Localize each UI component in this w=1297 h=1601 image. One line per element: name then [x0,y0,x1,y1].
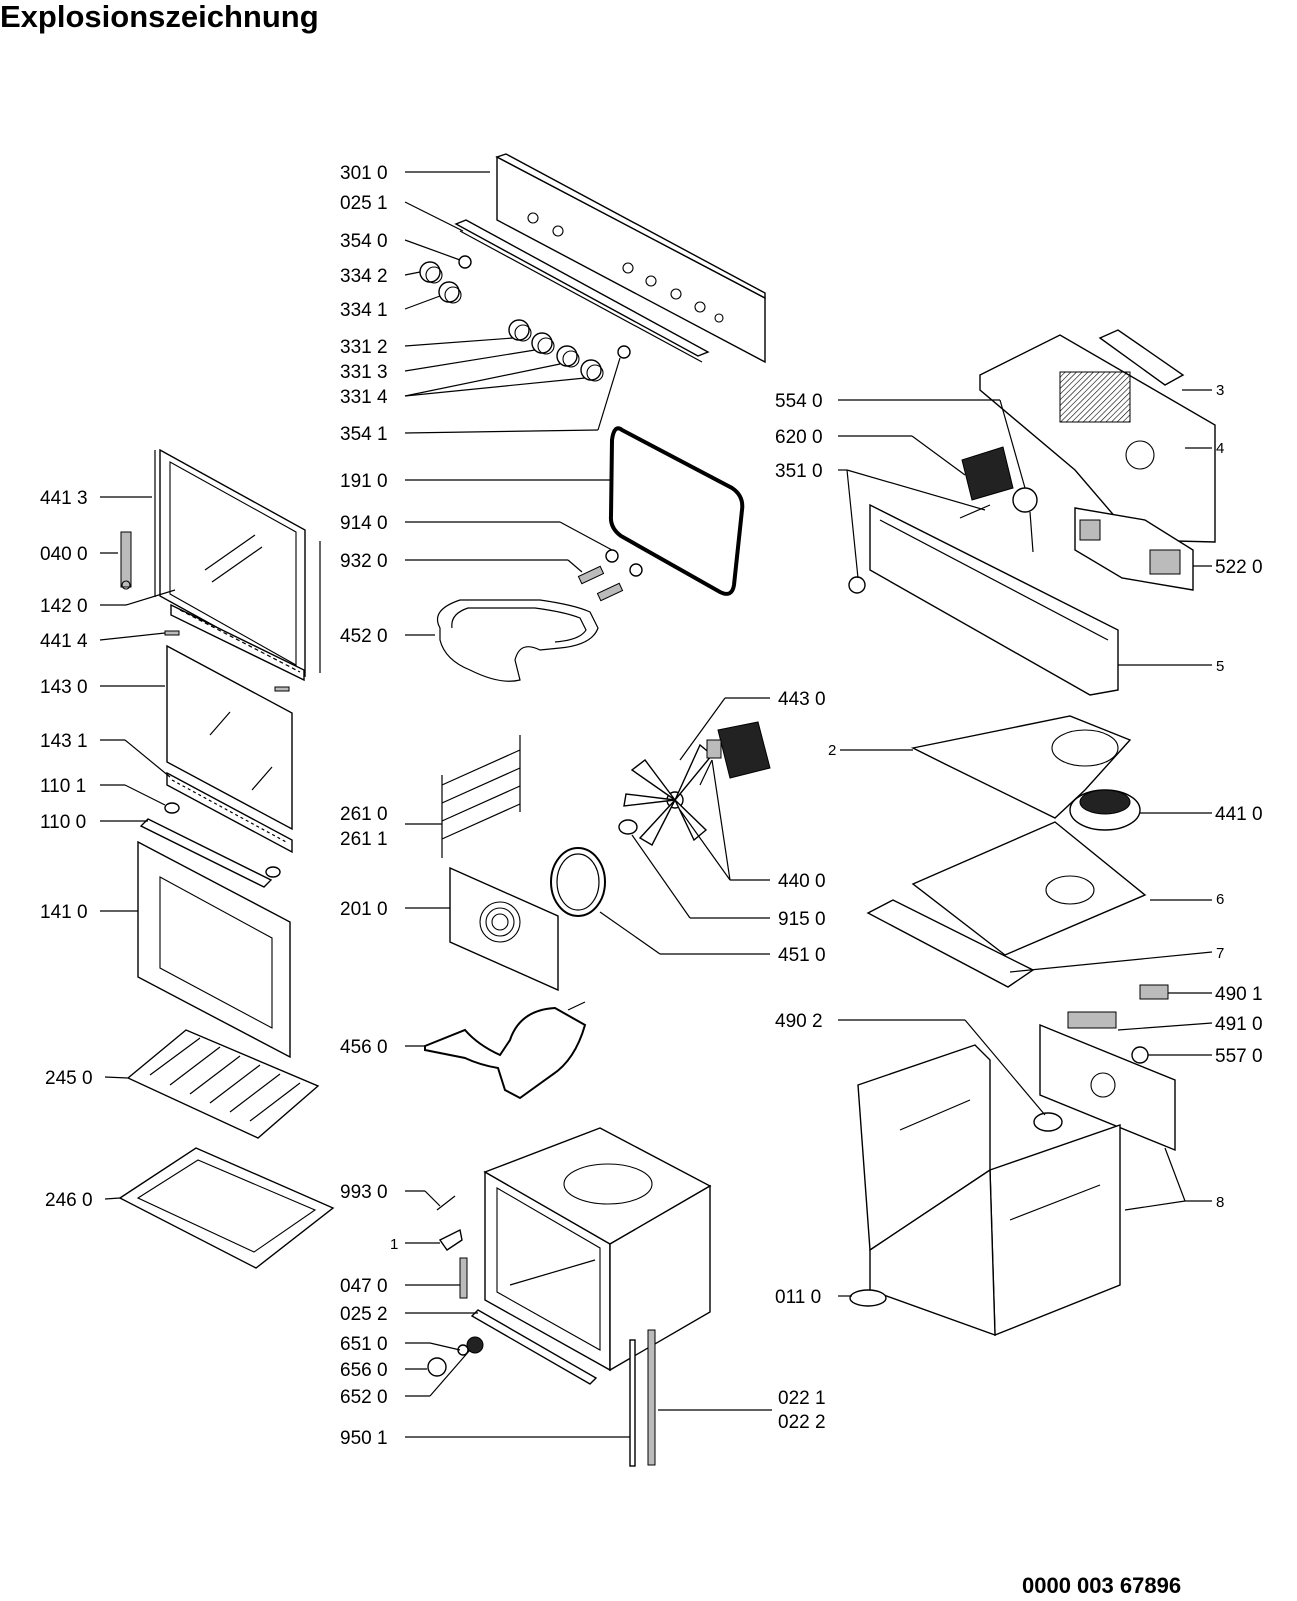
label-5: 5 [1216,658,1224,675]
inner-door-glass-part [166,644,293,831]
label-451-0: 451 0 [778,945,826,966]
oven-cavity-part [483,1127,712,1372]
oven-knobs-part [419,261,604,382]
housing-part [849,1044,1121,1337]
label-334-2: 334 2 [340,266,388,287]
grill-heating-element-part [436,549,643,682]
bottom-heating-element-part [424,1001,587,1100]
top-cover-part [979,329,1216,543]
label-443-0: 443 0 [778,689,826,710]
label-331-2: 331 2 [340,337,388,358]
label-331-4: 331 4 [340,387,388,408]
label-040-0: 040 0 [40,544,88,565]
label-301-0: 301 0 [340,163,388,184]
label-143-0: 143 0 [40,677,88,698]
document-code: 0000 003 67896 [1022,1573,1181,1598]
door-bottom-strip-part [166,771,293,854]
label-025-2: 025 2 [340,1304,388,1325]
label-245-0: 245 0 [45,1068,93,1089]
label-7: 7 [1216,945,1224,962]
leader-lines [99,171,1213,1438]
label-620-0: 620 0 [775,427,823,448]
label-354-1: 354 1 [340,424,388,445]
label-011-0: 011 0 [775,1287,821,1308]
label-491-0: 491 0 [1215,1014,1263,1035]
label-932-0: 932 0 [340,551,388,572]
base-plate-part [911,821,1147,956]
shelf-guides-part [441,735,521,858]
baking-tray-part [118,1147,335,1269]
label-261-0: 261 0 [340,804,388,825]
knob-small-part [458,255,631,359]
label-246-0: 246 0 [45,1190,93,1211]
label-452-0: 452 0 [340,626,388,647]
label-950-1: 950 1 [340,1428,388,1449]
label-993-0: 993 0 [340,1182,388,1203]
label-914-0: 914 0 [340,513,388,534]
label-201-0: 201 0 [340,899,388,920]
label-522-0: 522 0 [1215,557,1263,578]
label-2: 2 [828,742,836,759]
label-652-0: 652 0 [340,1387,388,1408]
label-6: 6 [1216,891,1224,908]
fan-blade-part [618,743,713,846]
label-334-1: 334 1 [340,300,388,321]
label-141-0: 141 0 [40,902,88,923]
label-022-2: 022 2 [778,1412,826,1433]
ring-heating-element-part [550,847,606,917]
label-4: 4 [1216,440,1224,457]
fan-motor-part [699,721,771,786]
label-191-0: 191 0 [340,471,388,492]
label-110-1: 110 1 [40,776,86,797]
label-022-1: 022 1 [778,1388,826,1409]
label-441-4: 441 4 [40,631,88,652]
label-351-0: 351 0 [775,461,823,482]
label-3: 3 [1216,382,1224,399]
control-frame-part [848,503,1119,696]
label-261-1: 261 1 [340,829,388,850]
thermostat-part [959,446,1038,553]
label-143-1: 143 1 [40,731,88,752]
label-490-1: 490 1 [1215,984,1263,1005]
part-labels: 301 0 025 1 354 0 334 2 334 1 331 2 331 … [40,163,1263,1449]
side-rails-part [629,1329,656,1467]
label-456-0: 456 0 [340,1037,388,1058]
label-047-0: 047 0 [340,1276,388,1297]
label-490-2: 490 2 [775,1011,823,1032]
label-354-0: 354 0 [340,231,388,252]
cooling-fan-part [1069,789,1141,831]
cavity-small-parts [427,1195,598,1385]
control-panel-part [495,153,766,364]
label-025-1: 025 1 [340,193,388,214]
inner-door-frame-part [137,840,291,1059]
label-441-0: 441 0 [1215,804,1263,825]
door-hinge-part [120,531,132,590]
label-8: 8 [1216,1194,1224,1211]
wire-rack-part [126,1029,320,1139]
label-110-0: 110 0 [40,812,86,833]
label-651-0: 651 0 [340,1334,388,1355]
fan-cover-part [449,866,559,992]
label-915-0: 915 0 [778,909,826,930]
label-142-0: 142 0 [40,596,88,617]
label-557-0: 557 0 [1215,1046,1263,1067]
rear-panel-part [1039,984,1176,1152]
label-554-0: 554 0 [775,391,823,412]
panel-bracket-part [454,219,710,363]
label-440-0: 440 0 [778,871,826,892]
label-1: 1 [390,1236,398,1253]
cooling-duct-part [910,715,1132,819]
label-441-3: 441 3 [40,488,88,509]
label-331-3: 331 3 [340,362,388,383]
label-656-0: 656 0 [340,1360,388,1381]
electronic-module-part [1074,507,1194,591]
page-title: Explosionszeichnung [0,0,319,34]
outer-door-glass-part [154,448,321,678]
door-gasket-part [608,426,745,596]
door-vent-strip-part [164,603,305,692]
door-handle-part [139,802,281,888]
